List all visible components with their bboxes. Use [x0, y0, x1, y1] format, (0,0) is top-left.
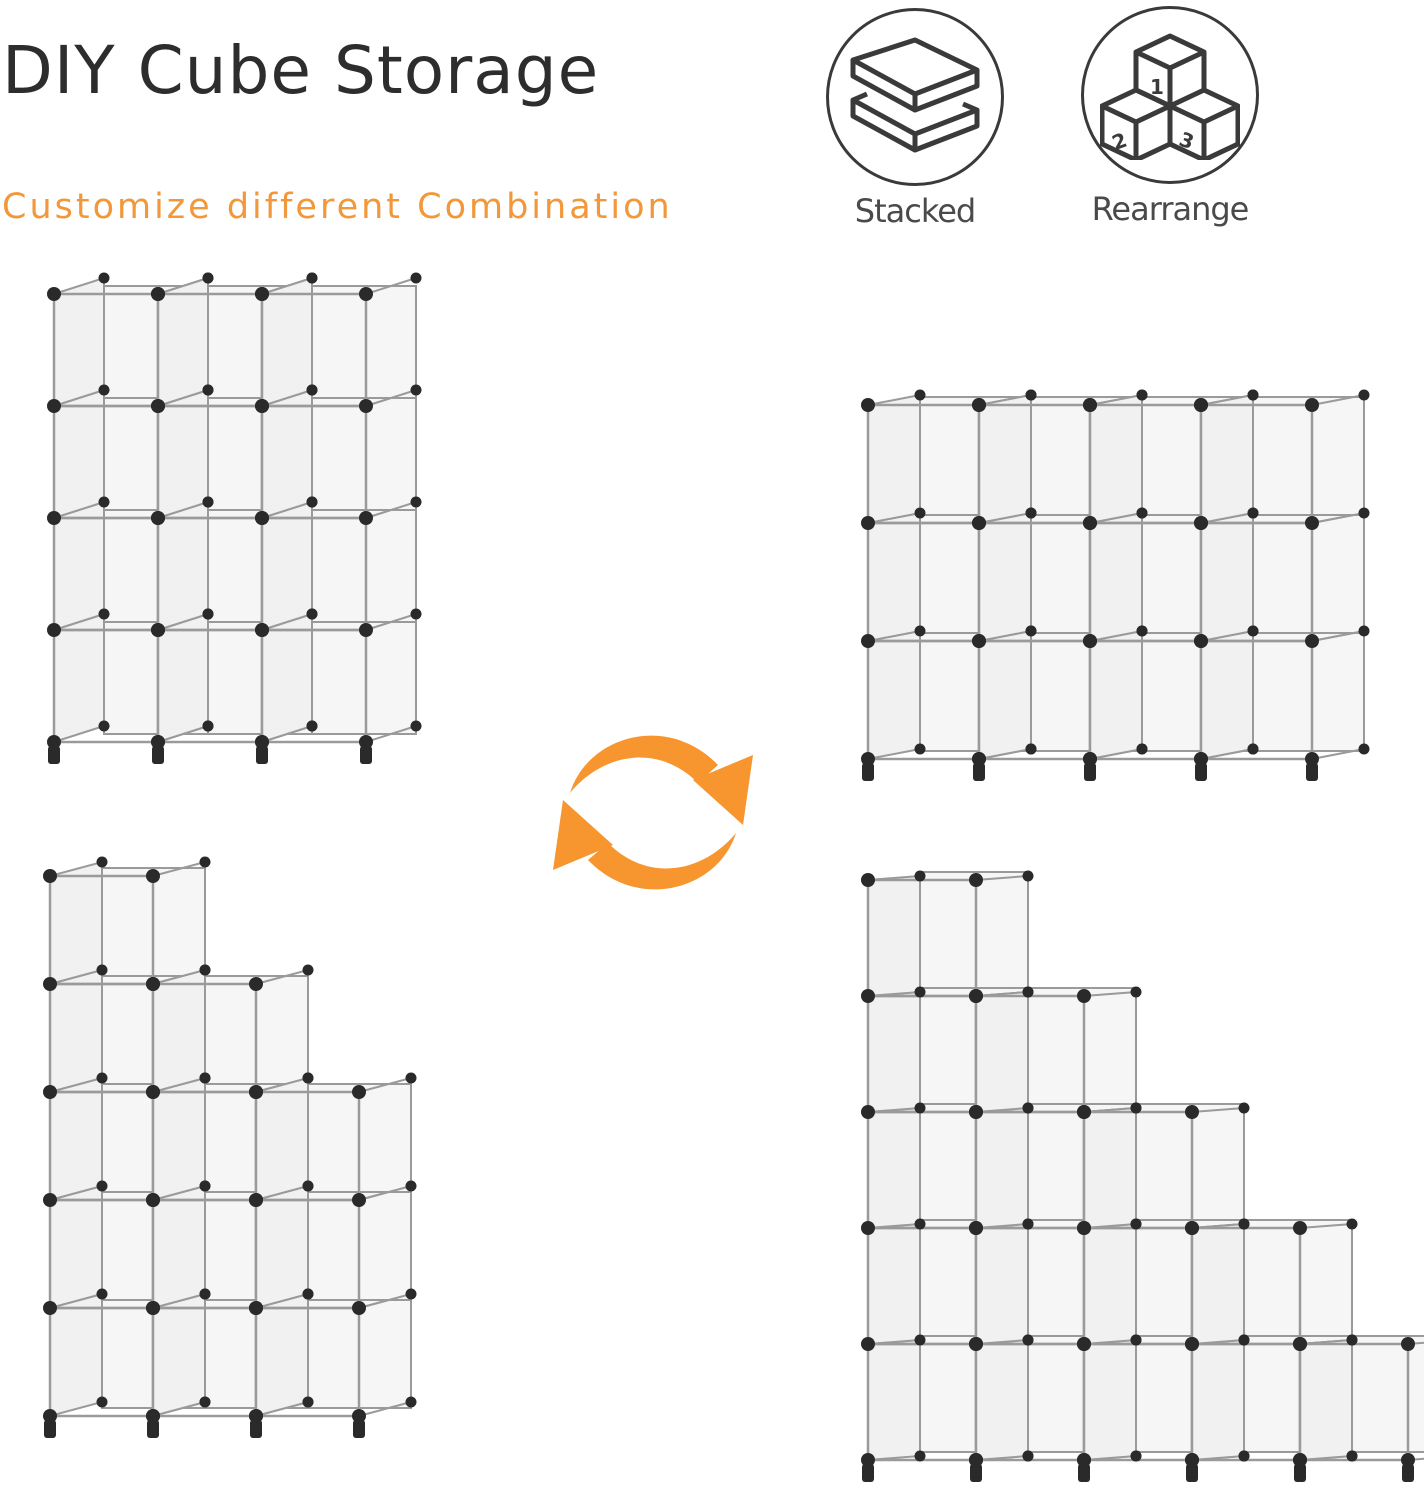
- feature-label-rearrange: Rearrange: [1091, 190, 1250, 228]
- feature-label-stacked: Stacked: [854, 192, 976, 230]
- numbered-cubes-icon: 1 2 3: [1081, 6, 1259, 184]
- shelf-config-4x3-grid: [861, 385, 1378, 789]
- stacked-layers-icon: [826, 8, 1004, 186]
- feature-rearrange: 1 2 3 Rearrange: [1075, 6, 1265, 228]
- shelf-config-5-step-staircase: [861, 866, 1424, 1490]
- shelf-config-3x4-grid: [47, 268, 430, 772]
- page-title: DIY Cube Storage: [2, 32, 600, 109]
- svg-text:1: 1: [1150, 75, 1164, 99]
- cycle-arrows-icon: [548, 715, 758, 910]
- svg-text:3: 3: [1176, 127, 1197, 154]
- feature-stacked: Stacked: [820, 8, 1010, 230]
- page-subtitle: Customize different Combination: [2, 187, 673, 227]
- shelf-config-3-step-staircase: [43, 852, 425, 1446]
